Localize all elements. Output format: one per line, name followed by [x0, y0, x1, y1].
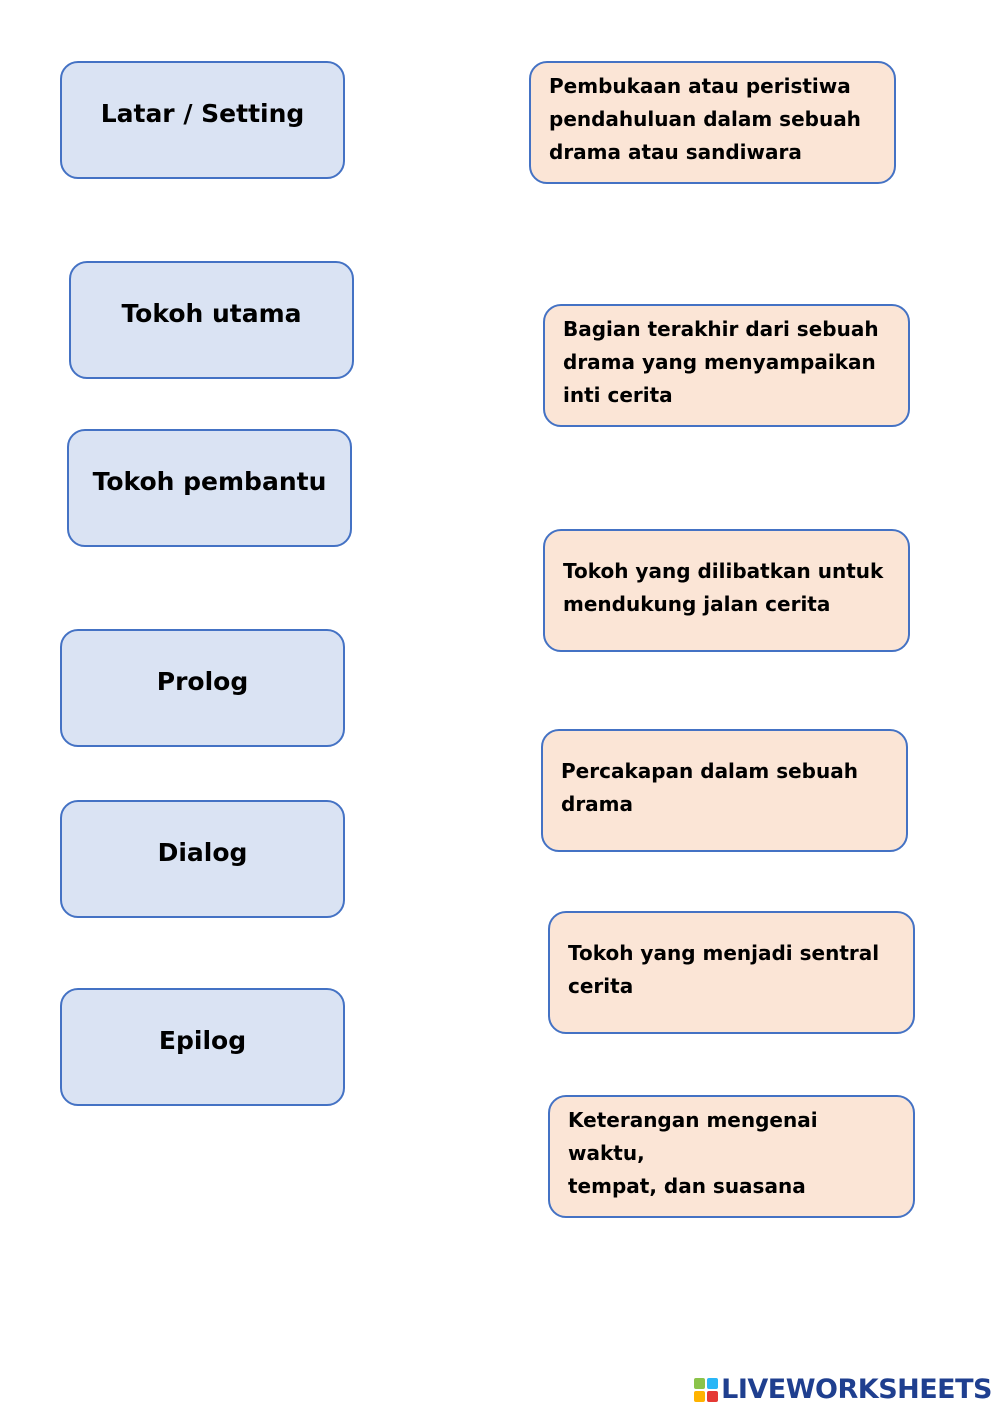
- definition-prolog[interactable]: Pembukaan atau peristiwa pendahuluan dal…: [529, 61, 896, 184]
- definition-text: Percakapan dalam sebuah drama: [561, 758, 858, 816]
- term-dialog[interactable]: Dialog: [60, 800, 345, 918]
- definition-text: Tokoh yang menjadi sentral cerita: [568, 940, 880, 998]
- liveworksheets-branding: LIVEWORKSHEETS: [694, 1374, 992, 1405]
- definition-text: Bagian terakhir dari sebuah drama yang m…: [563, 317, 879, 407]
- liveworksheets-logo-icon: [694, 1377, 719, 1402]
- term-tokoh-utama[interactable]: Tokoh utama: [69, 261, 354, 379]
- definition-latar-setting[interactable]: Keterangan mengenai waktu, tempat, dan s…: [548, 1095, 915, 1218]
- liveworksheets-wordmark: LIVEWORKSHEETS: [721, 1374, 992, 1405]
- definition-text: Pembukaan atau peristiwa pendahuluan dal…: [549, 74, 861, 164]
- logo-square-icon: [694, 1377, 706, 1389]
- logo-square-icon: [694, 1390, 706, 1402]
- term-prolog[interactable]: Prolog: [60, 629, 345, 747]
- term-latar-setting[interactable]: Latar / Setting: [60, 61, 345, 179]
- logo-square-icon: [707, 1377, 719, 1389]
- term-tokoh-pembantu[interactable]: Tokoh pembantu: [67, 429, 352, 547]
- definition-text: Keterangan mengenai waktu, tempat, dan s…: [568, 1108, 818, 1198]
- definition-tokoh-pembantu[interactable]: Tokoh yang dilibatkan untuk mendukung ja…: [543, 529, 910, 652]
- logo-square-icon: [707, 1390, 719, 1402]
- definition-dialog[interactable]: Percakapan dalam sebuah drama: [541, 729, 908, 852]
- term-epilog[interactable]: Epilog: [60, 988, 345, 1106]
- definition-epilog[interactable]: Bagian terakhir dari sebuah drama yang m…: [543, 304, 910, 427]
- definition-tokoh-utama[interactable]: Tokoh yang menjadi sentral cerita: [548, 911, 915, 1034]
- definition-text: Tokoh yang dilibatkan untuk mendukung ja…: [563, 558, 884, 616]
